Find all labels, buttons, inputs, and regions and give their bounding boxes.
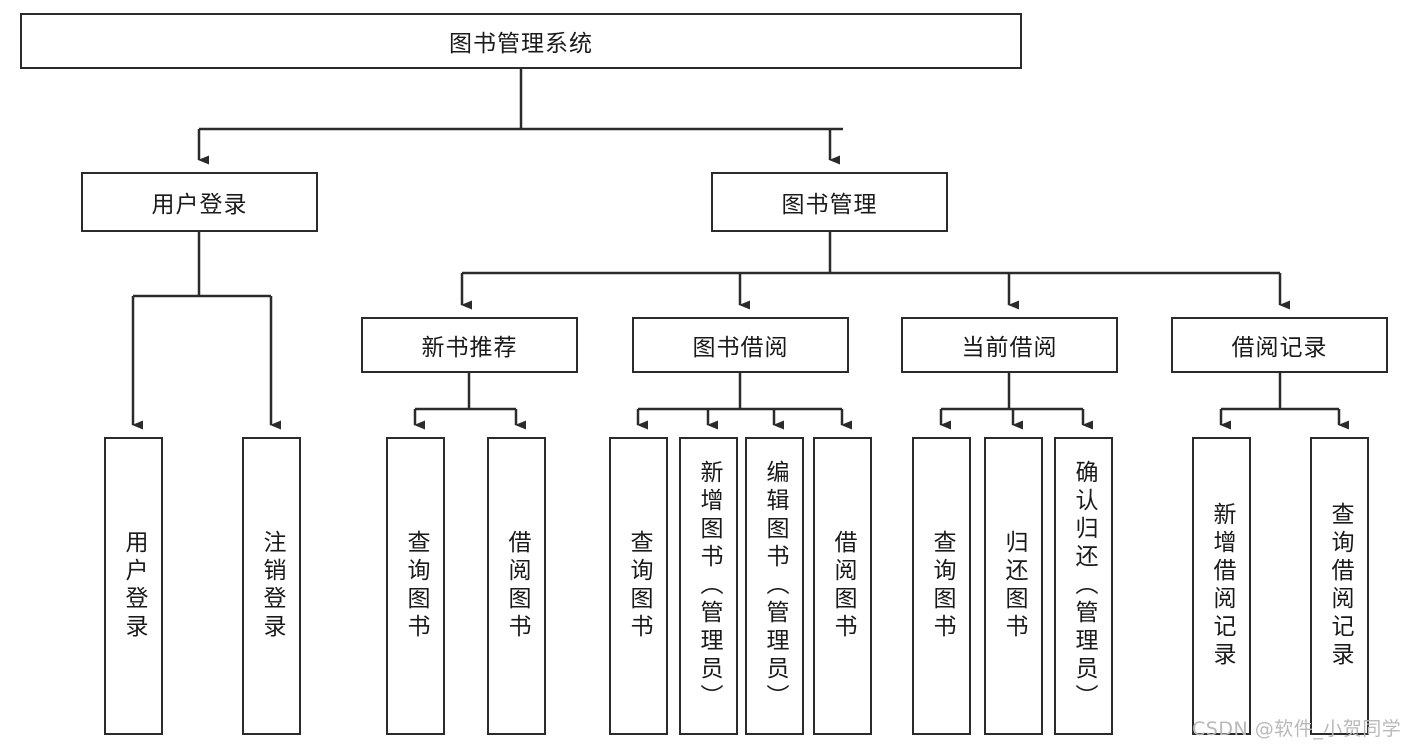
node-leaf-query-book-current-label: 查询图书 xyxy=(929,530,955,642)
node-leaf-edit-book-label: 编辑图书（管理员） xyxy=(762,460,788,712)
node-book-borrow-label: 图书借阅 xyxy=(692,335,789,361)
node-leaf-query-book-current[interactable]: 查询图书 xyxy=(912,437,971,735)
node-leaf-add-borrow-record[interactable]: 新增借阅记录 xyxy=(1192,437,1251,735)
node-new-book-recommend-label: 新书推荐 xyxy=(421,335,518,361)
node-leaf-logout[interactable]: 注销登录 xyxy=(242,437,301,735)
node-leaf-query-book-recommend-label: 查询图书 xyxy=(403,530,429,642)
node-leaf-borrow-book-label: 借阅图书 xyxy=(830,530,856,642)
csdn-watermark: CSDN @软件_小贺同学 xyxy=(1192,718,1402,740)
node-root-label: 图书管理系统 xyxy=(449,31,593,57)
edge-group-borrow-records xyxy=(1219,373,1349,430)
node-book-management-label: 图书管理 xyxy=(781,192,878,218)
node-leaf-query-borrow-record-label: 查询借阅记录 xyxy=(1327,502,1353,670)
node-current-borrow-label: 当前借阅 xyxy=(961,335,1058,361)
node-leaf-borrow-book-recommend-label: 借阅图书 xyxy=(504,530,530,642)
node-leaf-add-book[interactable]: 新增图书（管理员） xyxy=(679,437,738,735)
node-leaf-query-borrow-record[interactable]: 查询借阅记录 xyxy=(1310,437,1369,735)
node-leaf-add-borrow-record-label: 新增借阅记录 xyxy=(1209,502,1235,670)
edge-group-current-borrow xyxy=(939,373,1093,430)
node-leaf-query-book-borrow-label: 查询图书 xyxy=(626,530,652,642)
node-leaf-confirm-return-label: 确认归还（管理员） xyxy=(1071,460,1097,712)
node-book-borrow[interactable]: 图书借阅 xyxy=(632,317,849,373)
edge-group-book-borrow xyxy=(636,373,852,430)
node-new-book-recommend[interactable]: 新书推荐 xyxy=(361,317,578,373)
node-leaf-query-book-borrow[interactable]: 查询图书 xyxy=(609,437,668,735)
node-root[interactable]: 图书管理系统 xyxy=(20,13,1022,69)
node-leaf-edit-book[interactable]: 编辑图书（管理员） xyxy=(745,437,804,735)
node-leaf-user-login[interactable]: 用户登录 xyxy=(104,437,163,735)
node-user-login-label: 用户登录 xyxy=(151,192,248,218)
node-leaf-borrow-book[interactable]: 借阅图书 xyxy=(813,437,872,735)
node-borrow-records-label: 借阅记录 xyxy=(1231,335,1328,361)
node-current-borrow[interactable]: 当前借阅 xyxy=(901,317,1118,373)
node-user-login[interactable]: 用户登录 xyxy=(81,172,318,232)
node-leaf-query-book-recommend[interactable]: 查询图书 xyxy=(386,437,445,735)
node-leaf-user-login-label: 用户登录 xyxy=(121,530,147,642)
node-book-management[interactable]: 图书管理 xyxy=(711,172,948,232)
edge-group-book-management xyxy=(460,232,1290,310)
node-leaf-add-book-label: 新增图书（管理员） xyxy=(696,460,722,712)
node-borrow-records[interactable]: 借阅记录 xyxy=(1171,317,1388,373)
node-leaf-confirm-return[interactable]: 确认归还（管理员） xyxy=(1054,437,1113,735)
node-leaf-logout-label: 注销登录 xyxy=(259,530,285,642)
node-leaf-return-book-label: 归还图书 xyxy=(1001,530,1027,642)
node-leaf-return-book[interactable]: 归还图书 xyxy=(984,437,1043,735)
edge-group-root xyxy=(197,69,843,165)
node-leaf-borrow-book-recommend[interactable]: 借阅图书 xyxy=(487,437,546,735)
edge-group-user-login xyxy=(131,232,281,430)
edge-group-new-book-recommend xyxy=(413,373,526,430)
